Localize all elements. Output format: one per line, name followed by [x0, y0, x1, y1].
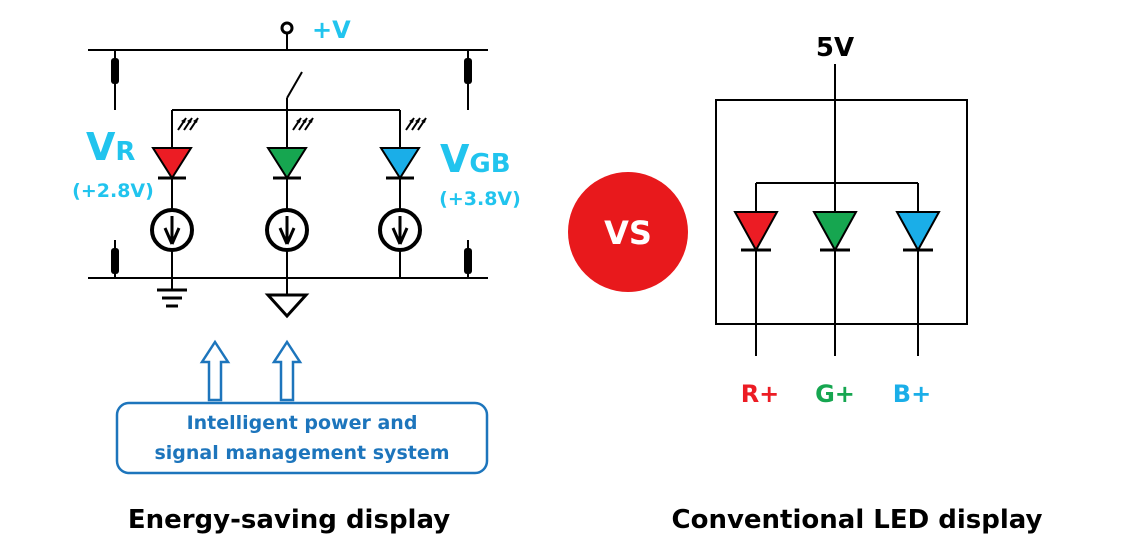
green-led-branch [264, 110, 314, 319]
pin-b-label: B+ [893, 380, 931, 408]
right-caption: Conventional LED display [672, 505, 1043, 535]
green-led [812, 211, 858, 253]
management-box-line2: signal management system [154, 442, 449, 464]
blue-led-branch [378, 110, 427, 278]
supply-terminal [280, 21, 294, 35]
vgb-label: VGB [440, 137, 511, 181]
light-emission-icon [177, 117, 199, 131]
light-emission-icon [405, 117, 427, 131]
management-system-box [115, 401, 489, 475]
management-box-line1: Intelligent power and [187, 412, 418, 434]
red-led-branch [150, 110, 199, 308]
light-emission-icon [292, 117, 314, 131]
red-led [151, 147, 193, 180]
vr-value: (+2.8V) [72, 180, 154, 202]
vgb-battery [464, 50, 472, 278]
supply-5v-label: 5V [816, 33, 854, 63]
blue-led [379, 147, 421, 180]
pin-r-label: R+ [741, 380, 780, 408]
conventional-led-circuit: 5V R+ G+ B+ Conventional LED display [672, 33, 1043, 535]
led-package-outline [715, 99, 968, 325]
green-led [266, 147, 308, 180]
signal-ground-icon [264, 293, 310, 319]
switch [286, 71, 303, 110]
up-arrow-icon [271, 339, 303, 402]
red-led [733, 211, 779, 253]
current-source-icon [150, 208, 194, 252]
vr-label: VR [86, 125, 135, 169]
vr-battery [111, 50, 119, 278]
vs-label: VS [604, 214, 652, 252]
left-caption: Energy-saving display [128, 505, 450, 535]
up-arrow-icon [199, 339, 231, 402]
vs-badge: VS [568, 172, 688, 292]
ground-icon [157, 288, 187, 308]
vgb-value: (+3.8V) [439, 188, 521, 210]
energy-saving-circuit: +V [72, 16, 521, 535]
pin-g-label: G+ [815, 380, 855, 408]
blue-led [895, 211, 941, 253]
current-source-icon [265, 208, 309, 252]
current-source-icon [378, 208, 422, 252]
supply-label: +V [312, 16, 351, 44]
